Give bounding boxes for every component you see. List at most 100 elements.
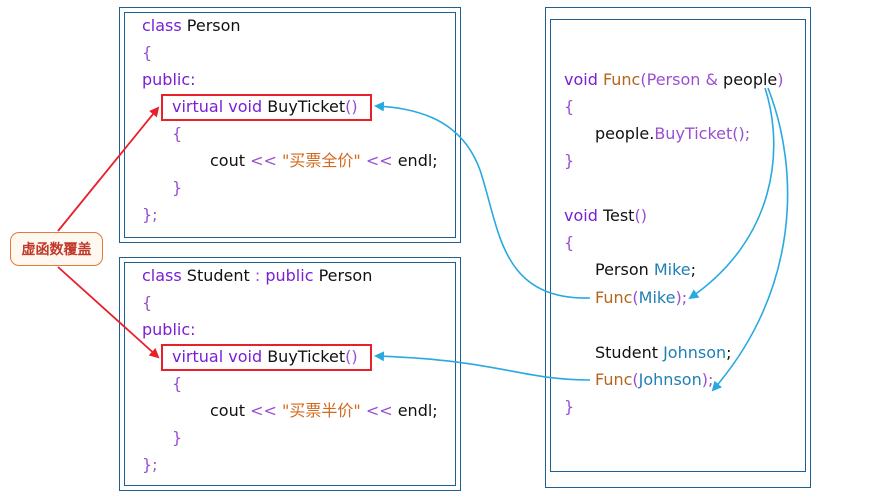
code-token: ); [701,370,714,389]
code-token: BuyTicket [654,124,733,143]
code-line: Student Johnson; [595,343,732,363]
code-line: cout << "买票全价" << endl; [210,151,438,171]
code-token: Student [181,266,255,285]
code-token: ) [777,70,784,89]
code-token: ; [726,343,732,362]
code-token: Johnson [657,343,727,362]
student-class-panel [119,257,461,491]
code-line: } [172,178,182,198]
code-token: cout [210,401,251,420]
code-token: ; [690,260,697,279]
code-token: () [634,206,647,225]
code-line: { [564,233,574,253]
code-token: } [172,428,183,447]
code-line: cout << "买票半价" << endl; [210,401,438,421]
test-code-panel-inner [550,19,806,472]
code-token: { [172,124,183,143]
code-line: Func(Johnson); [595,370,713,390]
blue-arrow-people-to-func-johnson [711,87,789,392]
code-token: Mike [648,260,691,279]
code-line: void Test() [564,206,647,226]
code-line: Person Mike; [595,260,696,280]
code-token: Person [595,260,649,279]
code-line: { [142,293,152,313]
code-line: public: [142,70,196,90]
code-line: { [564,97,574,117]
code-token: } [564,151,575,170]
code-token: Person [313,266,373,285]
blue-arrow-johnson-to-student-buyticket [374,351,591,381]
code-token: : [254,266,261,285]
code-token: class [142,16,182,35]
person-class-panel [119,7,461,243]
code-token: ( [640,70,647,89]
code-token: } [564,397,575,416]
student-class-panel-inner [124,262,456,486]
code-line: virtual void BuyTicket() [172,97,358,117]
code-token: Student [595,343,658,362]
code-token: public: [142,320,196,339]
code-token: Func [595,370,633,389]
code-token: public: [142,70,196,89]
code-line: } [172,428,182,448]
red-arrow-to-person [57,106,160,232]
code-token: public [260,266,314,285]
code-token: cout [210,151,251,170]
code-token: }; [142,205,158,224]
code-line: { [142,43,152,63]
code-token: Func [597,70,641,89]
person-buyticket-highlight [161,94,372,121]
code-line: class Student : public Person [142,266,372,286]
code-line: }; [142,205,158,225]
code-line: virtual void BuyTicket() [172,347,358,367]
code-line: }; [142,455,158,475]
code-token: { [142,43,153,62]
code-token: "买票全价" [276,151,366,170]
code-token: << [365,401,393,420]
code-token: Person [646,70,701,89]
student-buyticket-highlight [161,344,372,371]
code-line: class Person [142,16,241,36]
code-token: "买票半价" [276,401,366,420]
code-token: void [564,206,598,225]
code-token: () [345,97,358,116]
code-token: () [345,347,358,366]
code-token: people. [595,124,655,143]
code-token: & [700,70,724,89]
code-line: { [172,374,182,394]
code-token: { [172,374,183,393]
code-token: Func [595,288,633,307]
code-token: << [250,151,277,170]
code-line: } [564,151,574,171]
code-token: { [142,293,153,312]
code-line: void Func(Person & people) [564,70,784,90]
code-token: BuyTicket [262,347,346,366]
code-token: ( [632,370,639,389]
code-line: Func(Mike); [595,288,687,308]
code-token: endl; [392,401,438,420]
test-code-panel [545,7,811,488]
code-token: endl; [392,151,438,170]
code-line: { [172,124,182,144]
code-token: (); [732,124,751,143]
code-token: virtual void [172,347,263,366]
code-token: { [564,97,575,116]
code-token: } [172,178,183,197]
code-token: Mike [638,288,676,307]
code-token: BuyTicket [262,97,346,116]
virtual-override-label: 虚函数覆盖 [10,232,103,266]
code-token: ); [675,288,688,307]
code-token: people [723,70,778,89]
code-line: people.BuyTicket(); [595,124,750,144]
code-token: void [564,70,598,89]
code-token: ( [632,288,639,307]
code-token: Person [181,16,241,35]
code-line: public: [142,320,196,340]
code-token: { [564,233,575,252]
blue-arrow-mike-to-person-buyticket [374,101,591,299]
code-token: Test [597,206,635,225]
code-line: } [564,397,574,417]
code-token: virtual void [172,97,263,116]
code-token: Johnson [638,370,702,389]
